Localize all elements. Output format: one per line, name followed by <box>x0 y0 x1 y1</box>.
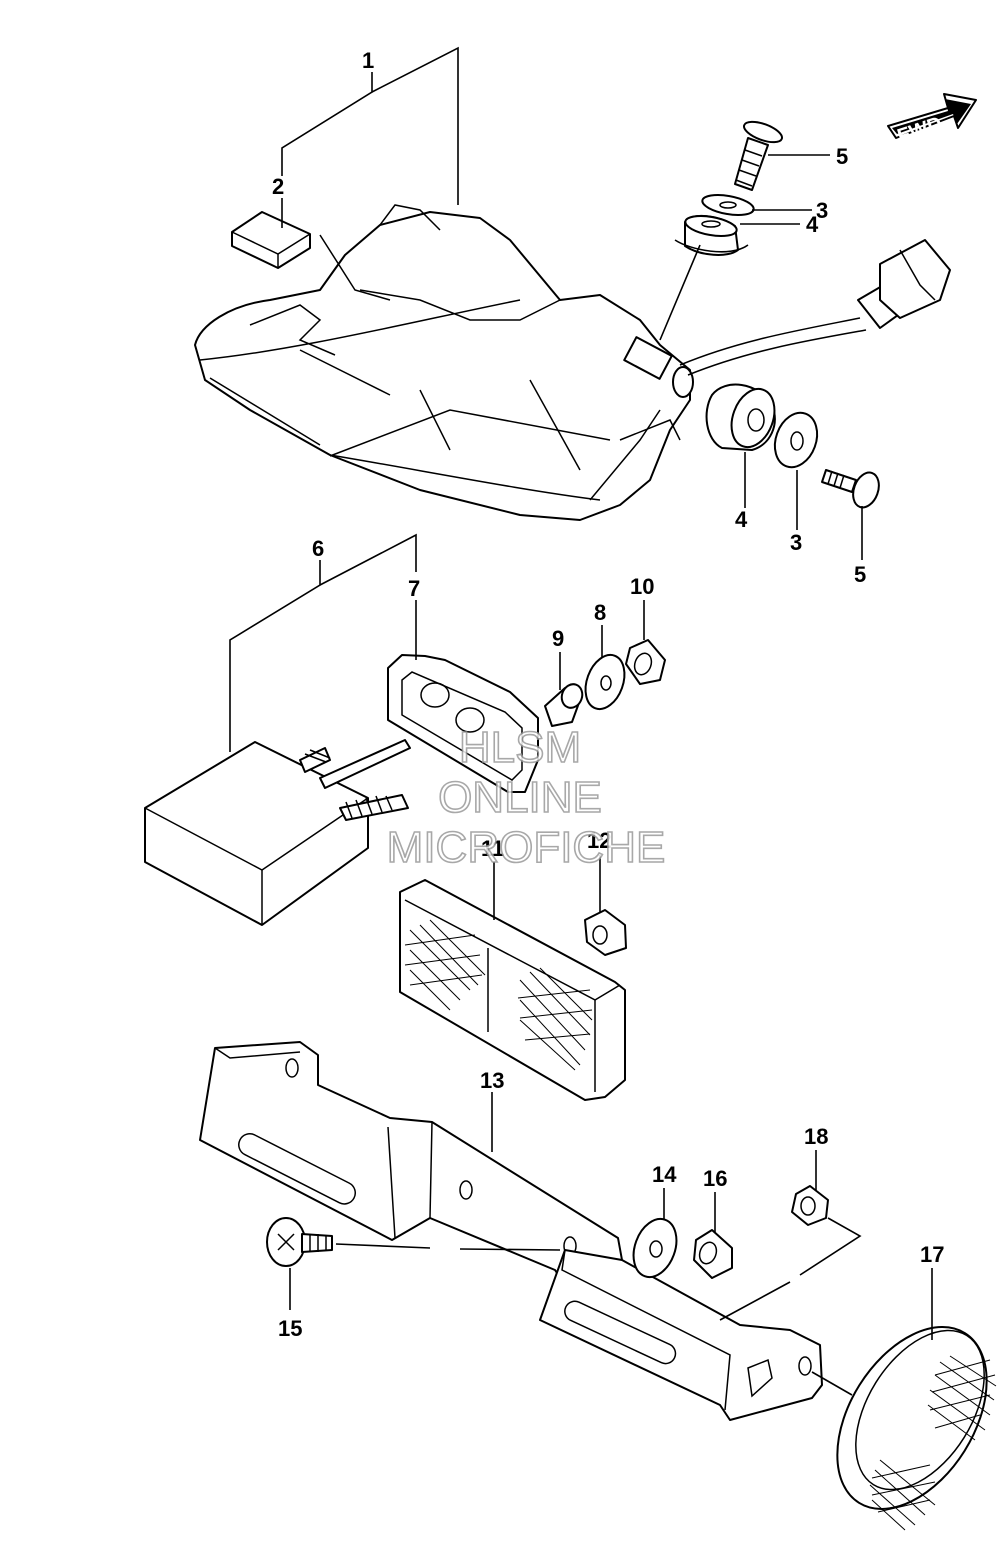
callout-10: 10 <box>630 574 654 599</box>
fwd-arrow: FWD <box>887 93 977 148</box>
callout-11: 11 <box>481 836 504 861</box>
callout-6: 6 <box>312 536 324 561</box>
part-8-washer <box>584 653 626 711</box>
part-11-reflector <box>399 879 626 1101</box>
callout-9: 9 <box>552 626 564 651</box>
watermark-line-1: HLSM <box>459 723 581 772</box>
callouts: 1 2 3 3 4 4 5 5 6 7 8 9 10 11 12 13 14 1… <box>272 48 944 1341</box>
license-lamp <box>144 739 411 926</box>
callout-17: 17 <box>920 1242 944 1267</box>
part-4-grommet-side <box>705 383 776 451</box>
callout-12: 12 <box>587 828 611 853</box>
part-13-bracket <box>199 1041 823 1421</box>
part-12-nut <box>584 909 627 956</box>
part-17-reflex-reflector <box>836 1326 997 1531</box>
tail-lamp-assembly <box>194 204 694 521</box>
callout-3-top: 3 <box>816 198 828 223</box>
part-2-cap <box>231 211 311 269</box>
watermark-line-2: ONLINE <box>438 773 602 822</box>
callout-7: 7 <box>408 576 420 601</box>
part-4-grommet-top <box>674 214 749 256</box>
part-14-washer <box>632 1217 678 1279</box>
part-9-collar <box>544 683 584 727</box>
part-16-nut <box>693 1229 733 1279</box>
callout-4-top: 4 <box>806 212 819 237</box>
part-15-screw <box>266 1217 333 1267</box>
watermark: HLSM ONLINE MICROFICHE <box>386 722 666 873</box>
callout-13: 13 <box>480 1068 504 1093</box>
callout-4-side: 4 <box>735 507 748 532</box>
callout-5-top: 5 <box>836 144 848 169</box>
leader-lines <box>229 46 933 1396</box>
callout-14: 14 <box>652 1162 677 1187</box>
wire-harness <box>679 239 951 376</box>
fwd-label: FWD <box>895 113 945 148</box>
callout-3-side: 3 <box>790 530 802 555</box>
callout-15: 15 <box>278 1316 302 1341</box>
callout-5-side: 5 <box>854 562 866 587</box>
callout-16: 16 <box>703 1166 727 1191</box>
part-3-washer-top <box>701 194 755 216</box>
callout-2: 2 <box>272 174 284 199</box>
callout-18: 18 <box>804 1124 828 1149</box>
part-5-screw-side <box>821 469 880 509</box>
watermark-line-3: MICROFICHE <box>387 823 666 872</box>
callout-1: 1 <box>362 48 374 73</box>
part-7-gasket <box>387 654 539 793</box>
part-3-washer-side <box>773 411 819 469</box>
part-10-nut <box>625 639 666 685</box>
callout-8: 8 <box>594 600 606 625</box>
part-18-nut <box>791 1185 829 1226</box>
part-5-screw-top <box>734 120 783 191</box>
